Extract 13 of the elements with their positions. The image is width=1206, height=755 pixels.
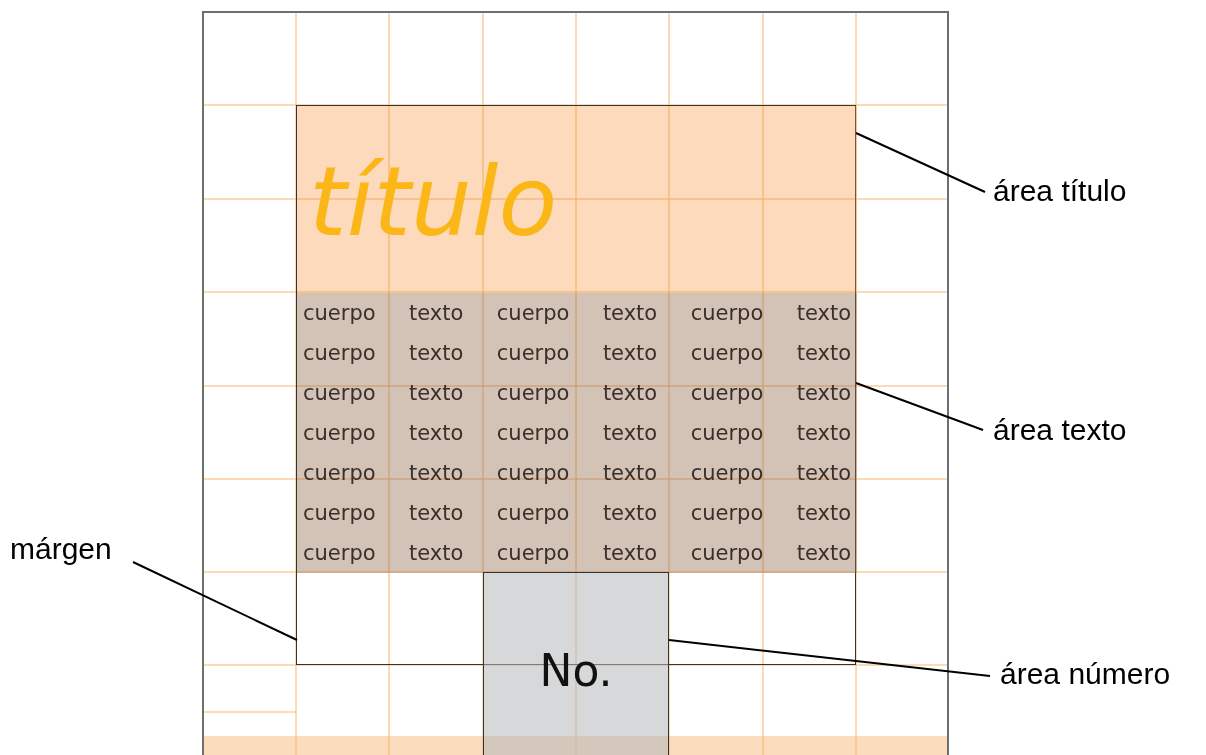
title-text: título (309, 146, 558, 258)
title-area (297, 106, 857, 293)
leader-line (855, 382, 984, 431)
leader-line (132, 561, 298, 641)
callout-label: área título (993, 174, 1127, 208)
callout-label: márgen (10, 532, 112, 566)
leader-line (668, 639, 991, 677)
leader-line (855, 132, 986, 193)
callout-label: área texto (993, 413, 1127, 447)
page-number-text: No. (538, 645, 614, 696)
callout-label: área número (1000, 657, 1171, 691)
body-text: cuerpo texto cuerpo texto cuerpo texto cuerpo texto cuerpo texto cuerpo texto cuerpo texto cuerpo texto cuerpo texto cuerpo texto cuerpo texto cuerpo texto cuerpo texto cuerpo texto cuerpo texto cuerpo texto cuerpo texto cuerpo texto cuerpo texto cuerpo texto cuerpo texto (303, 300, 851, 567)
number-area (483, 572, 669, 755)
